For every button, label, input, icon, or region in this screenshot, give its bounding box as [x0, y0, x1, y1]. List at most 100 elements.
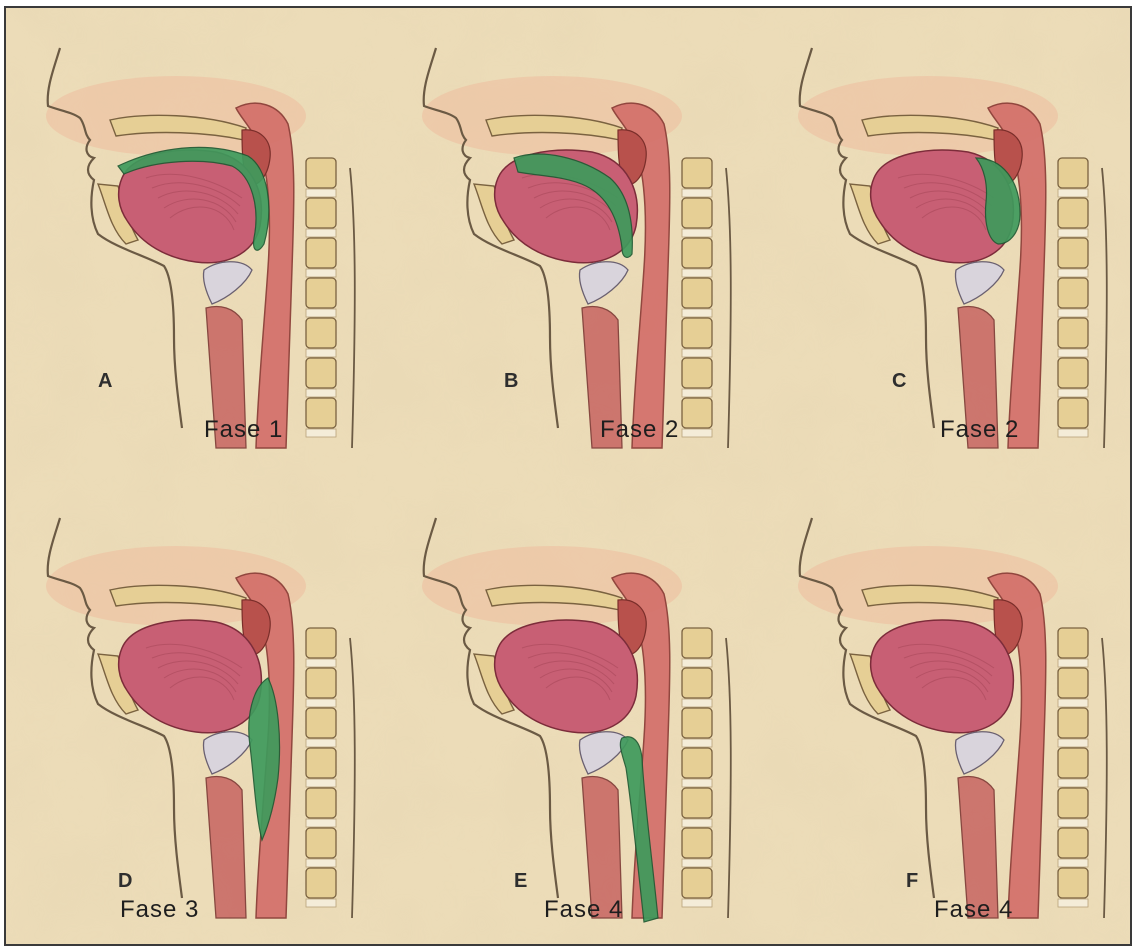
phase-label: Fase 2	[600, 416, 679, 444]
intervertebral-disc	[682, 659, 712, 667]
vertebra	[306, 198, 336, 228]
panel-letter: B	[504, 370, 518, 393]
vertebra	[306, 668, 336, 698]
sagittal-section-illustration	[6, 8, 382, 478]
intervertebral-disc	[306, 819, 336, 827]
intervertebral-disc	[1058, 659, 1088, 667]
cervical-spine	[1058, 628, 1088, 907]
vertebra	[306, 748, 336, 778]
sagittal-section-illustration	[6, 478, 382, 946]
cervical-spine	[306, 628, 336, 907]
panel-letter: D	[118, 870, 132, 893]
intervertebral-disc	[306, 779, 336, 787]
vertebra	[306, 398, 336, 428]
intervertebral-disc	[1058, 189, 1088, 197]
intervertebral-disc	[682, 859, 712, 867]
intervertebral-disc	[682, 429, 712, 437]
intervertebral-disc	[682, 699, 712, 707]
panel-letter: E	[514, 870, 527, 893]
spinal-outline	[726, 638, 731, 918]
panel-e: E Fase 4	[382, 478, 758, 946]
tongue	[495, 620, 638, 733]
cervical-spine	[1058, 158, 1088, 437]
epiglottis	[203, 262, 252, 304]
epiglottis	[955, 732, 1004, 774]
intervertebral-disc	[682, 779, 712, 787]
vertebra	[682, 628, 712, 658]
intervertebral-disc	[1058, 309, 1088, 317]
vertebra	[1058, 708, 1088, 738]
intervertebral-disc	[1058, 819, 1088, 827]
panel-a: A Fase 1	[6, 8, 382, 478]
vertebra	[1058, 668, 1088, 698]
intervertebral-disc	[682, 389, 712, 397]
intervertebral-disc	[306, 739, 336, 747]
intervertebral-disc	[682, 739, 712, 747]
vertebra	[306, 358, 336, 388]
intervertebral-disc	[682, 189, 712, 197]
vertebra	[1058, 868, 1088, 898]
spinal-outline	[350, 638, 355, 918]
vertebra	[1058, 318, 1088, 348]
vertebra	[1058, 158, 1088, 188]
intervertebral-disc	[1058, 779, 1088, 787]
vertebra	[682, 788, 712, 818]
intervertebral-disc	[682, 349, 712, 357]
panel-letter: C	[892, 370, 906, 393]
vertebra	[1058, 398, 1088, 428]
vertebra	[1058, 788, 1088, 818]
intervertebral-disc	[682, 269, 712, 277]
intervertebral-disc	[1058, 899, 1088, 907]
vertebra	[1058, 238, 1088, 268]
panel-f: F Fase 4	[758, 478, 1132, 946]
panel-c: C Fase 2	[758, 8, 1132, 478]
vertebra	[682, 358, 712, 388]
vertebra	[1058, 278, 1088, 308]
vertebra	[682, 278, 712, 308]
intervertebral-disc	[1058, 699, 1088, 707]
spinal-outline	[1102, 638, 1107, 918]
cervical-spine	[306, 158, 336, 437]
phase-label: Fase 1	[204, 416, 283, 444]
intervertebral-disc	[1058, 429, 1088, 437]
vertebra	[306, 318, 336, 348]
intervertebral-disc	[306, 389, 336, 397]
vertebra	[1058, 198, 1088, 228]
vertebra	[1058, 358, 1088, 388]
intervertebral-disc	[306, 309, 336, 317]
intervertebral-disc	[306, 699, 336, 707]
intervertebral-disc	[306, 349, 336, 357]
larynx-trachea	[206, 777, 246, 919]
intervertebral-disc	[1058, 389, 1088, 397]
panel-letter: A	[98, 370, 112, 393]
vertebra	[306, 278, 336, 308]
vertebra	[682, 238, 712, 268]
vertebra	[682, 748, 712, 778]
phase-label: Fase 4	[934, 896, 1013, 924]
phase-label: Fase 4	[544, 896, 623, 924]
vertebra	[306, 628, 336, 658]
intervertebral-disc	[306, 659, 336, 667]
epiglottis	[955, 262, 1004, 304]
vertebra	[306, 788, 336, 818]
epiglottis	[579, 732, 628, 774]
spinal-outline	[726, 168, 731, 448]
intervertebral-disc	[1058, 859, 1088, 867]
intervertebral-disc	[682, 309, 712, 317]
vertebra	[1058, 828, 1088, 858]
vertebra	[682, 828, 712, 858]
vertebra	[306, 828, 336, 858]
spinal-outline	[350, 168, 355, 448]
vertebra	[682, 198, 712, 228]
intervertebral-disc	[1058, 269, 1088, 277]
vertebra	[306, 708, 336, 738]
phase-label: Fase 2	[940, 416, 1019, 444]
panel-letter: F	[906, 870, 918, 893]
intervertebral-disc	[1058, 739, 1088, 747]
intervertebral-disc	[306, 229, 336, 237]
intervertebral-disc	[682, 819, 712, 827]
cervical-spine	[682, 158, 712, 437]
sagittal-section-illustration	[758, 478, 1132, 946]
figure-frame: AFase 1 BFase 2 CFase 2 DFase 3 EFase 4 …	[4, 6, 1132, 946]
